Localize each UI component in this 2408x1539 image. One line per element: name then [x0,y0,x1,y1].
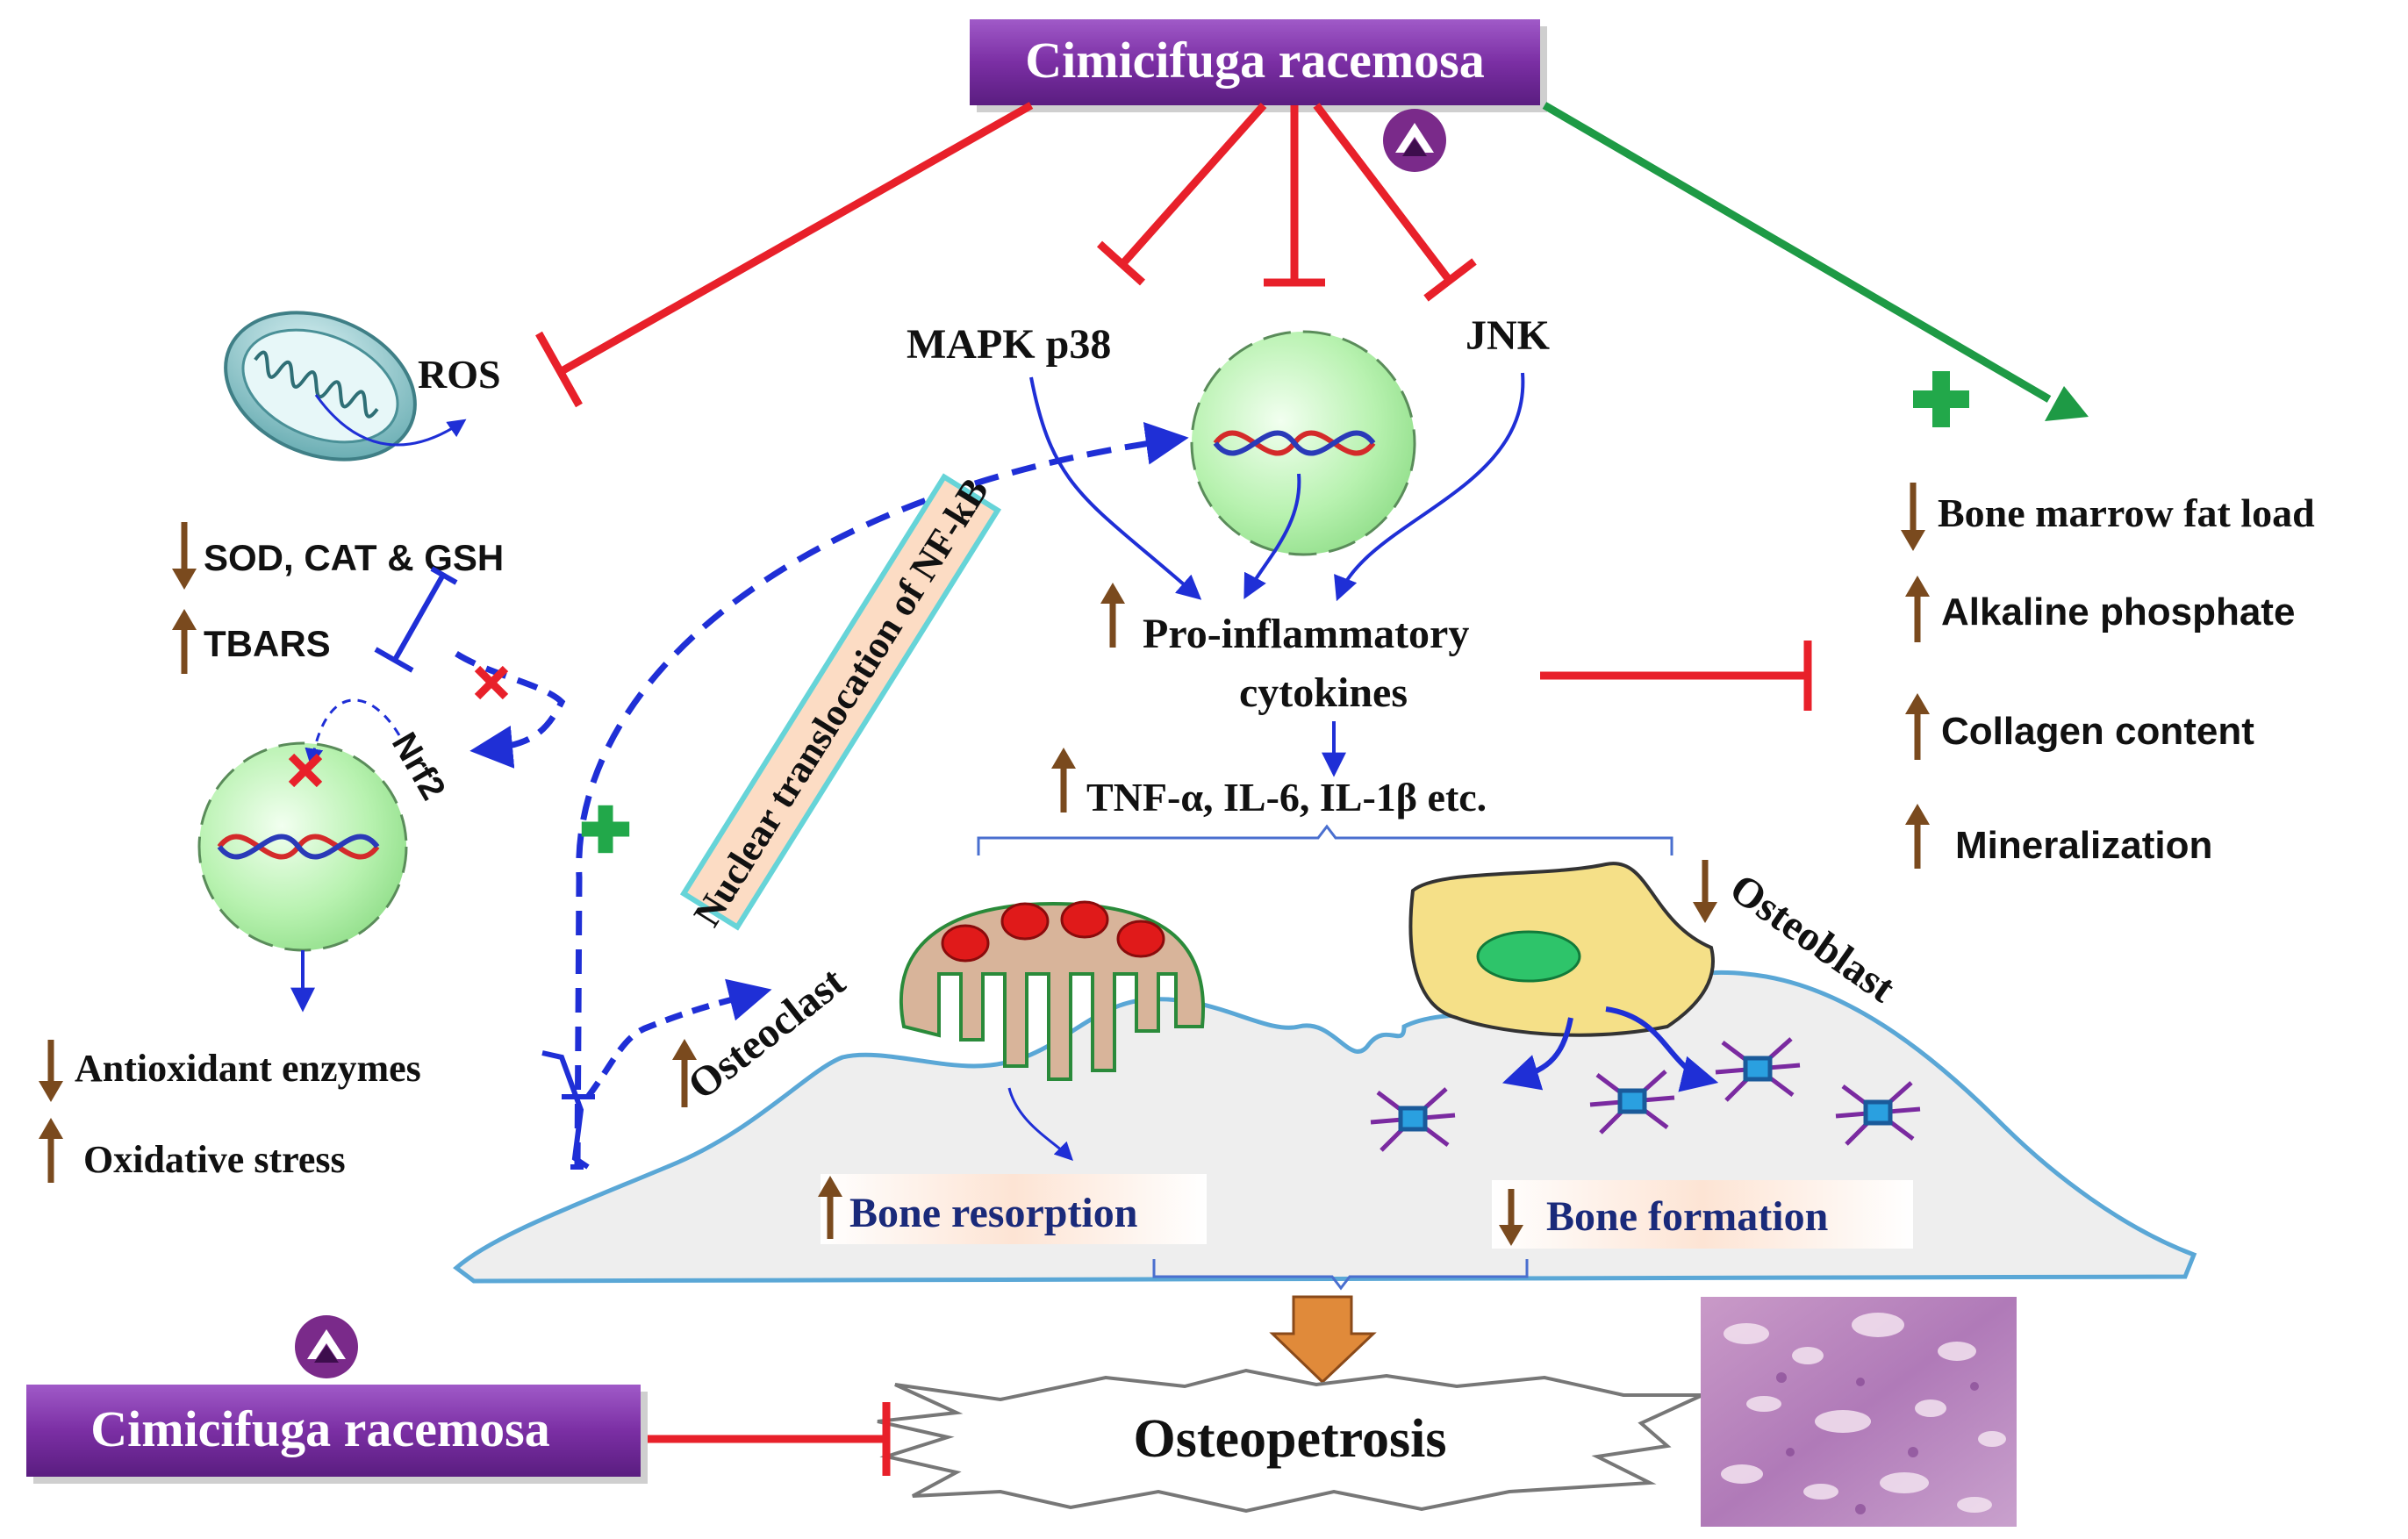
arrow-down-icon [39,1040,63,1102]
outcome-burst: Osteopetrosis [877,1368,1703,1514]
jnk-to-cytokines [1334,372,1525,602]
arrow-up-icon [1905,693,1930,760]
title-bottom-label: Cimicifuga racemosa [90,1400,549,1457]
cytokines-line1: Pro-inflammatory [1143,611,1469,657]
shield-icon [1383,109,1446,172]
resorption-arrow [1007,1087,1073,1161]
title-box-bottom: Cimicifuga racemosa [26,1385,648,1484]
bracket-bone [1152,1259,1529,1291]
plus-icon-bone [1913,371,1969,427]
inhibit-line-outcome [648,1402,891,1476]
mitochondrion [224,311,417,462]
bone-surface [453,970,2197,1284]
dna-left [217,834,380,860]
nucleus-center [1190,330,1416,556]
title-top-label: Cimicifuga racemosa [1025,32,1484,89]
nrf2-dashed-path [455,651,566,769]
arrow-up-icon [172,609,197,674]
blocked-x-icon [474,665,509,700]
antioxidant-effect-0: Antioxidant enzymes [75,1047,421,1090]
osteoblast-arrow-right [1605,1006,1719,1092]
title-box-top: Cimicifuga racemosa [970,19,1547,112]
oxidative-marker-1: TBARS [204,623,331,664]
bone-effect-1: Alkaline phosphate [1941,591,2295,633]
shield-icon [295,1315,358,1378]
arrow-up-icon [672,1039,697,1107]
arrow-down-icon [1499,1189,1523,1246]
inhibit-nrf2-blue [374,566,458,673]
jnk-label: JNK [1466,312,1550,359]
arrow-up-icon [1100,583,1125,648]
arrow-down-icon [1901,483,1925,551]
bracket-antioxidant [541,1050,590,1170]
bone-effect-0: Bone marrow fat load [1938,490,2315,535]
bone-resorption-label: Bone resorption [849,1190,1137,1236]
mapk-label: MAPK p38 [907,321,1111,368]
nrf2-arrow-into-nucleus [305,698,401,768]
arrow-down-icon [1693,860,1717,923]
arrow-up-icon [39,1118,63,1183]
inhibit-line-cytokines [1540,641,1812,711]
antioxidant-effects: Antioxidant enzymes Oxidative stress [39,1040,421,1183]
blocked-x-icon [288,753,323,788]
nucleus-left [197,741,408,952]
dna-center [1213,430,1376,456]
bone-formation-label: Bone formation [1546,1193,1828,1240]
collagen-molecules [1370,1037,1921,1152]
mapk-to-cytokines [1029,376,1202,600]
bone-resorption-box: Bone resorption [818,1174,1207,1244]
arrow-up-icon [818,1176,842,1239]
plus-icon-nfkb [581,805,630,854]
bone-formation-box: Bone formation [1492,1180,1913,1249]
osteoblast-cell [1408,862,1715,1037]
arrow-up-icon [1051,748,1076,812]
oxidative-markers: SOD, CAT & GSH TBARS [172,522,504,674]
inhibit-line-nucleus [1264,105,1325,287]
nfkb-dashed-trunk [574,421,1189,1168]
bone-effect-2: Collagen content [1941,710,2254,753]
ros-arrow [314,394,467,447]
activate-line-bone [1542,102,2089,421]
outcome-label: Osteopetrosis [1133,1409,1446,1469]
inhibit-line-jnk [1313,103,1477,302]
arrow-up-icon [1905,804,1930,869]
osteoblast-arrow-left [1501,1017,1573,1091]
inhibit-line-mapk [1096,103,1267,286]
nucleus-to-cytokines [1243,473,1301,599]
histology-image [1701,1297,2017,1527]
arrow-up-icon [1905,576,1930,642]
bone-effects: Bone marrow fat load Alkaline phosphate … [1901,483,2315,869]
antioxidant-effect-1: Oxidative stress [83,1138,346,1181]
cytokine-list: TNF-α, IL-6, IL-1β etc. [1086,775,1487,820]
nrf2-label: Nrf2 [384,727,453,806]
inhibit-line-ros [535,102,1034,408]
cytokines-line2: cytokines [1239,669,1408,716]
bracket-cytokines [977,824,1673,855]
osteoclast-cell [899,900,1206,1081]
bone-effect-3: Mineralization [1955,824,2212,867]
ros-label: ROS [418,352,501,397]
arrow-down-big [1269,1295,1377,1385]
oxidative-marker-0: SOD, CAT & GSH [204,537,504,578]
nfkb-to-osteoclast [585,978,772,1099]
arrow-down-icon [172,522,197,590]
